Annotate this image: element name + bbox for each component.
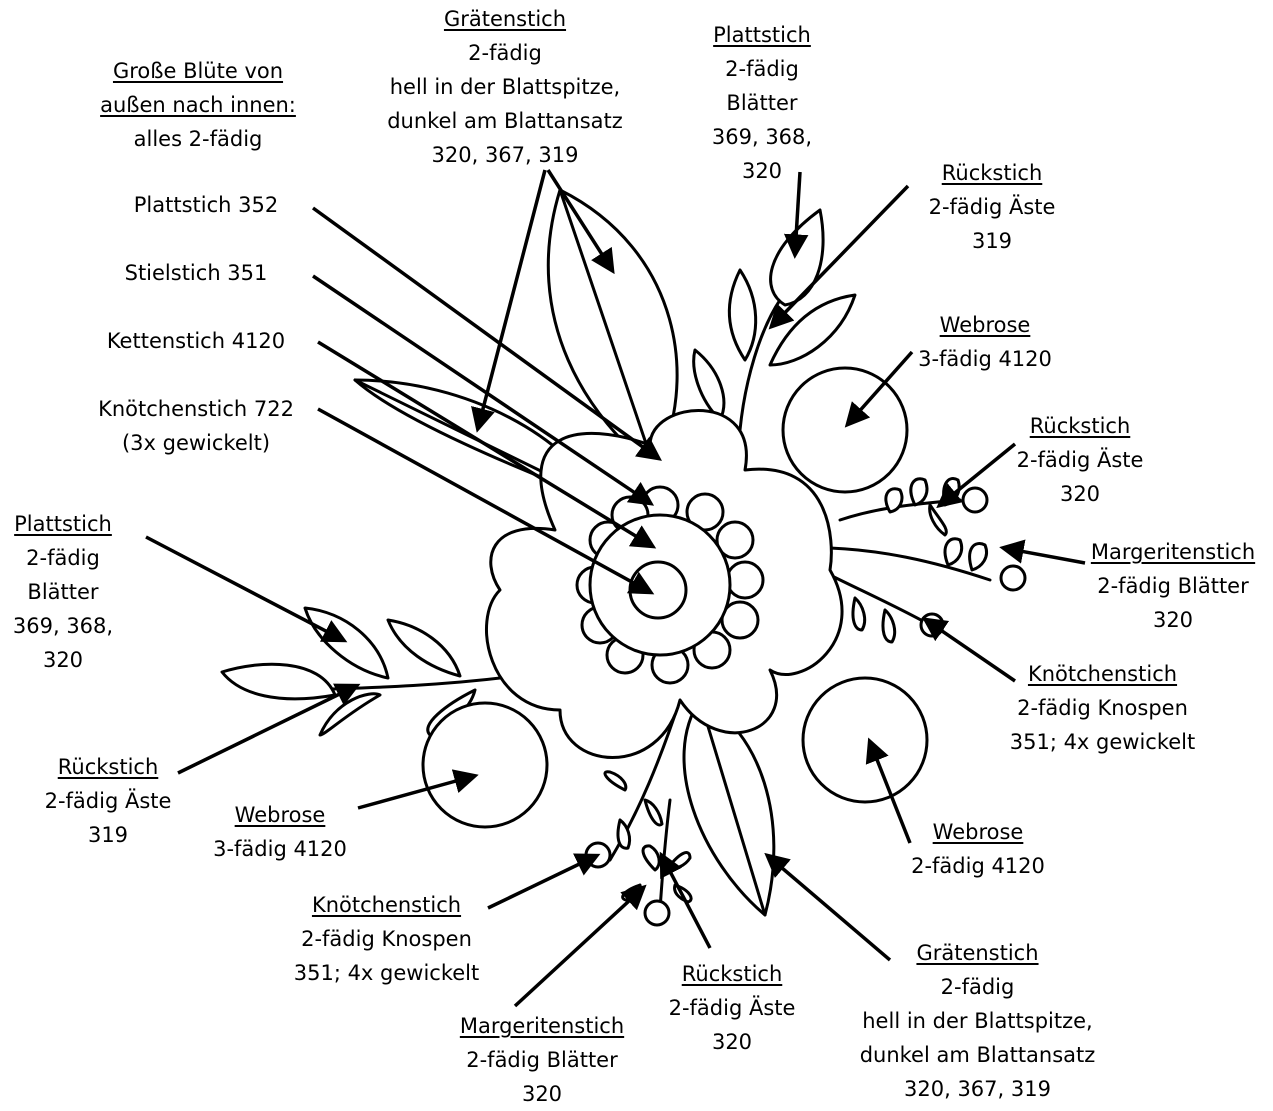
fishbone-bottom-line2: hell in der Blattspitze, [845, 1004, 1110, 1038]
woven-bottom-right-line1: 2-fädig 4120 [898, 849, 1058, 883]
fishbone-top-title: Grätenstich [370, 2, 640, 36]
daisy-bottom-title: Margeritenstich [447, 1009, 637, 1043]
back-right-line1: 2-fädig Äste [1000, 443, 1160, 477]
satin-top-line4: 320 [692, 154, 832, 188]
satin-left-line3: 369, 368, [0, 609, 126, 643]
back-top-right-line2: 319 [912, 224, 1072, 258]
chain-4120-line: Kettenstich 4120 [86, 324, 306, 358]
woven-rose-top-right [783, 368, 907, 492]
satin-leaf [388, 620, 460, 676]
satin-left-line1: 2-fädig [0, 541, 126, 575]
fishbone-bottom-line3: dunkel am Blattansatz [845, 1038, 1110, 1072]
knot-bottom-line1: 2-fädig Knospen [284, 922, 489, 956]
knot-right-line1: 2-fädig Knospen [1000, 691, 1205, 725]
fishbone-top-line4: 320, 367, 319 [370, 138, 640, 172]
daisy-right-line2: 320 [1078, 603, 1268, 637]
satin-leaf [729, 270, 755, 360]
woven-top-right-line1: 3-fädig 4120 [900, 342, 1070, 376]
stem-351-line: Stielstich 351 [86, 256, 306, 290]
fishbone-top-line2: hell in der Blattspitze, [370, 70, 640, 104]
back-bottom-line2: 320 [658, 1025, 806, 1059]
label-back-top-right: Rückstich 2-fädig Äste 319 [912, 156, 1072, 258]
big-flower-line: alles 2-fädig [88, 122, 308, 156]
big-flower-title-line1: Große Blüte von [88, 54, 308, 88]
label-back-right: Rückstich 2-fädig Äste 320 [1000, 409, 1160, 511]
label-stem-351: Stielstich 351 [86, 256, 306, 290]
label-fishbone-top: Grätenstich 2-fädig hell in der Blattspi… [370, 2, 640, 172]
label-big-flower: Große Blüte von außen nach innen: alles … [88, 54, 308, 156]
woven-rose-bottom-right [803, 678, 927, 802]
woven-left-line1: 3-fädig 4120 [195, 832, 365, 866]
daisy-right-line1: 2-fädig Blätter [1078, 569, 1268, 603]
label-knot-right: Knötchenstich 2-fädig Knospen 351; 4x ge… [1000, 657, 1205, 759]
back-left-title: Rückstich [28, 750, 188, 784]
daisy-right-title: Margeritenstich [1078, 535, 1268, 569]
big-flower-knot-center [630, 562, 686, 618]
fishbone-top-line1: 2-fädig [370, 36, 640, 70]
knot-722-line2: (3x gewickelt) [76, 426, 316, 460]
satin-left-title: Plattstich [0, 507, 126, 541]
fishbone-bottom-line1: 2-fädig [845, 970, 1110, 1004]
satin-leaf [770, 295, 855, 365]
label-satin-left: Plattstich 2-fädig Blätter 369, 368, 320 [0, 507, 126, 677]
knot-bottom-title: Knötchenstich [284, 888, 489, 922]
label-knot-722: Knötchenstich 722 (3x gewickelt) [76, 392, 316, 460]
french-knot-bud [1001, 566, 1025, 590]
daisy-leaf-cluster-bottom [605, 772, 691, 902]
label-satin-top: Plattstich 2-fädig Blätter 369, 368, 320 [692, 18, 832, 188]
back-bottom-title: Rückstich [658, 957, 806, 991]
back-right-title: Rückstich [1000, 409, 1160, 443]
french-knot-bud [586, 843, 610, 867]
label-woven-top-right: Webrose 3-fädig 4120 [900, 308, 1070, 376]
label-daisy-right: Margeritenstich 2-fädig Blätter 320 [1078, 535, 1268, 637]
big-flower-title-line2: außen nach innen: [88, 88, 308, 122]
fishbone-bottom-line4: 320, 367, 319 [845, 1072, 1110, 1106]
satin-352-line: Plattstich 352 [96, 188, 316, 222]
woven-bottom-right-title: Webrose [898, 815, 1058, 849]
woven-top-right-title: Webrose [900, 308, 1070, 342]
satin-top-line1: 2-fädig [692, 52, 832, 86]
satin-top-title: Plattstich [692, 18, 832, 52]
french-knot-bud [963, 488, 987, 512]
back-top-right-line1: 2-fädig Äste [912, 190, 1072, 224]
label-back-bottom: Rückstich 2-fädig Äste 320 [658, 957, 806, 1059]
satin-left-line4: 320 [0, 643, 126, 677]
fishbone-top-line3: dunkel am Blattansatz [370, 104, 640, 138]
french-knot-bud [645, 901, 669, 925]
label-back-left: Rückstich 2-fädig Äste 319 [28, 750, 188, 852]
label-fishbone-bottom: Grätenstich 2-fädig hell in der Blattspi… [845, 936, 1110, 1106]
label-daisy-bottom: Margeritenstich 2-fädig Blätter 320 [447, 1009, 637, 1111]
label-woven-bottom-right: Webrose 2-fädig 4120 [898, 815, 1058, 883]
fishbone-bottom-title: Grätenstich [845, 936, 1110, 970]
knot-bottom-line2: 351; 4x gewickelt [284, 956, 489, 990]
back-bottom-line1: 2-fädig Äste [658, 991, 806, 1025]
label-woven-left: Webrose 3-fädig 4120 [195, 798, 365, 866]
label-satin-352: Plattstich 352 [96, 188, 316, 222]
knot-722-line1: Knötchenstich 722 [76, 392, 316, 426]
satin-leaf [305, 608, 388, 678]
knot-right-title: Knötchenstich [1000, 657, 1205, 691]
woven-rose-left [423, 703, 547, 827]
label-knot-bottom: Knötchenstich 2-fädig Knospen 351; 4x ge… [284, 888, 489, 990]
satin-top-line3: 369, 368, [692, 120, 832, 154]
satin-top-line2: Blätter [692, 86, 832, 120]
woven-left-title: Webrose [195, 798, 365, 832]
daisy-bottom-line1: 2-fädig Blätter [447, 1043, 637, 1077]
satin-left-line2: Blätter [0, 575, 126, 609]
knot-right-line2: 351; 4x gewickelt [1000, 725, 1205, 759]
back-left-line2: 319 [28, 818, 188, 852]
back-left-line1: 2-fädig Äste [28, 784, 188, 818]
satin-leaf [222, 664, 335, 699]
label-chain-4120: Kettenstich 4120 [86, 324, 306, 358]
back-right-line2: 320 [1000, 477, 1160, 511]
back-top-right-title: Rückstich [912, 156, 1072, 190]
daisy-bottom-line2: 320 [447, 1077, 637, 1111]
